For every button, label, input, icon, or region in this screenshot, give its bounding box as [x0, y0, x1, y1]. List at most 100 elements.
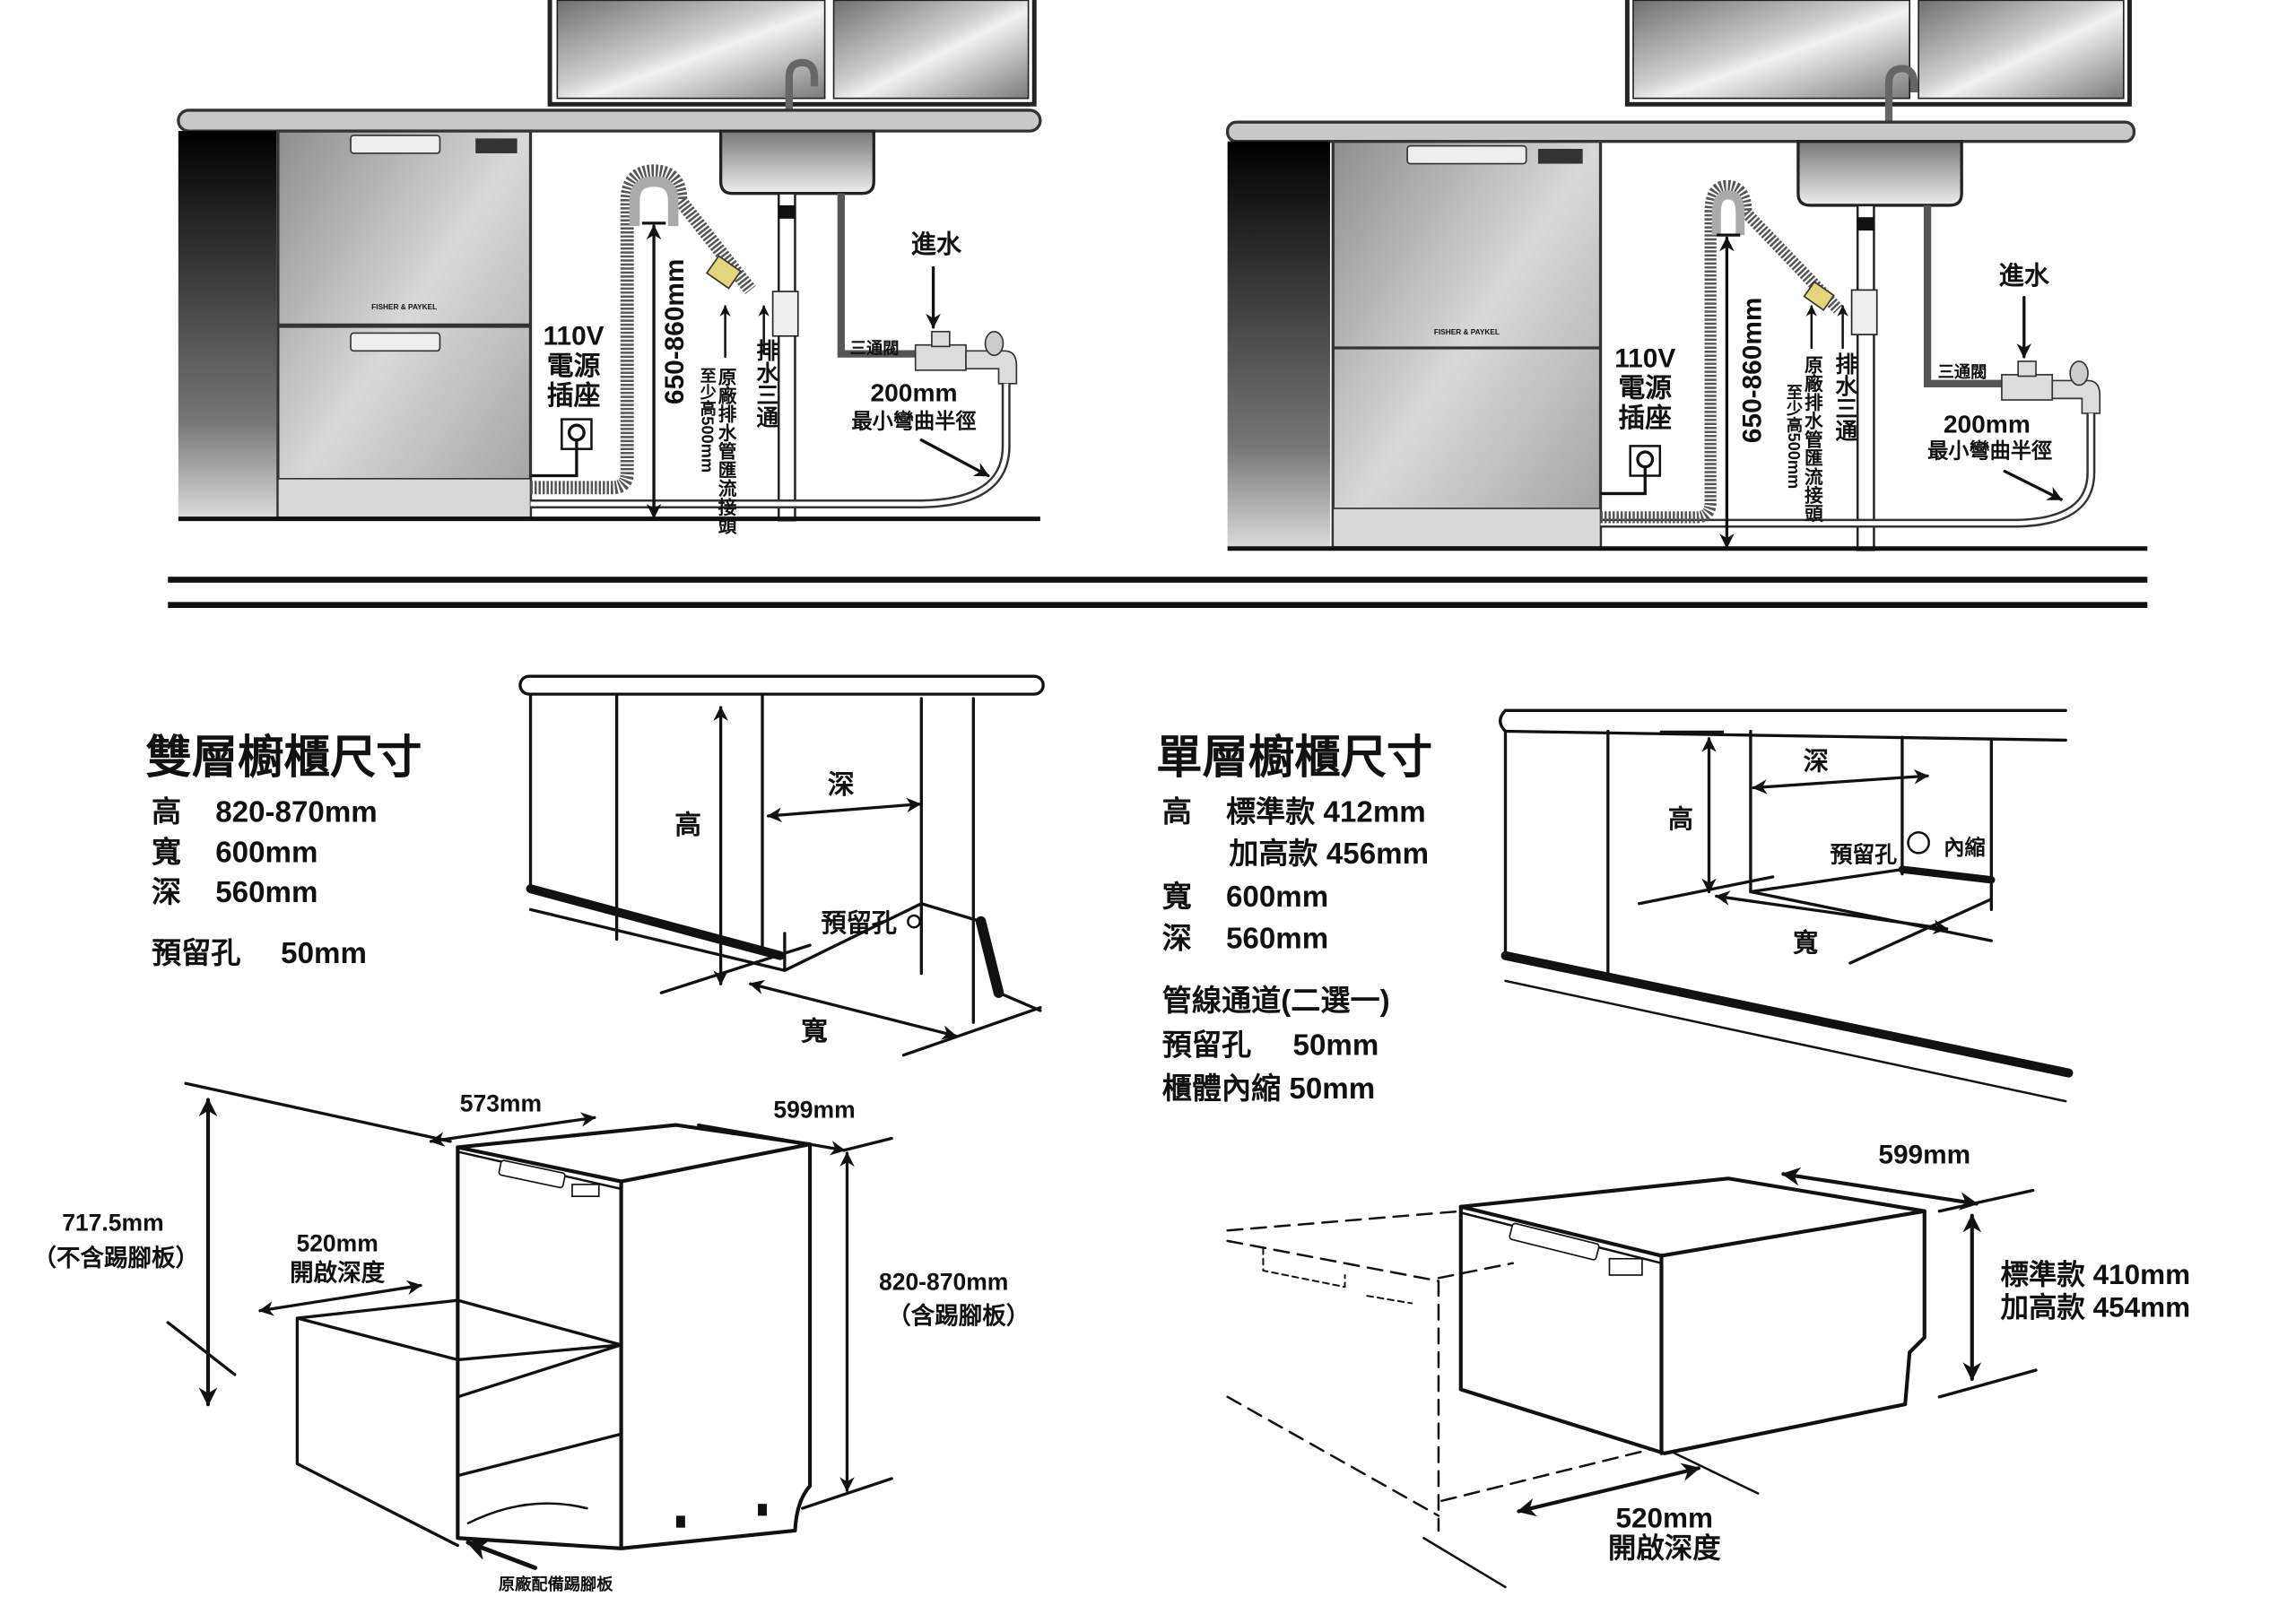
power-socket-icon [1600, 445, 1662, 496]
three-way-valve-icon [2001, 360, 2101, 414]
reserved-hole-icon [1907, 830, 1930, 855]
water-inlet-label: 進水 [1999, 262, 2050, 290]
double-cabinet-diagram: 高 深 預留孔 寬 [518, 674, 1045, 1057]
hole-label: 預留孔 [1162, 1029, 1251, 1063]
side-panel [1227, 141, 1330, 551]
water-supply-pipe [1923, 204, 2002, 387]
spec-value: 560mm [215, 876, 317, 909]
spec-value: 加高款 456mm [1229, 838, 1429, 871]
socket-label: 電源 [1618, 374, 1672, 404]
voltage-label: 110V [544, 322, 604, 352]
height-tall-label: 加高款 454mm [2000, 1291, 2190, 1323]
drain-tee-label: 排水三通 [753, 339, 778, 430]
open-depth-caption: 開啟深度 [1608, 1532, 1721, 1564]
height-range-label: 650-860mm [1737, 298, 1767, 443]
drawer-handle [350, 332, 441, 352]
control-display [475, 138, 517, 153]
width-dimension-label: 599mm [1878, 1141, 1970, 1170]
double-cabinet-title: 雙層櫥櫃尺寸 [145, 732, 422, 783]
cabinet-glass-door [1632, 0, 1911, 100]
width-dimension-label: 599mm [773, 1096, 855, 1123]
hose-connector [1803, 281, 1835, 311]
faucet-icon [1884, 65, 1918, 123]
diagram-recess-label: 內縮 [1944, 836, 1985, 859]
drain-hose-label: 原廠排水管匯流接頭 [1801, 355, 1822, 523]
diagram-hole-label: 預留孔 [1831, 842, 1898, 867]
spec-value: 560mm [1226, 922, 1328, 955]
bend-radius-value: 200mm [870, 379, 957, 407]
double-drawer-unit-diagram: 573mm 599mm 717.5mm （不含踢腳板） 520mm 開啟深度 8… [32, 1081, 1030, 1593]
drain-tee [1850, 289, 1878, 335]
hole-value: 50mm [281, 937, 367, 970]
drain-tee-label: 排水三通 [1832, 352, 1857, 443]
faucet-icon [785, 58, 819, 114]
dishwasher-single-drawer: FISHER & PAYKEL [1331, 140, 1603, 549]
hole-value: 50mm [1293, 1029, 1379, 1063]
hole-label: 預留孔 [152, 937, 240, 970]
hose-u-bend [629, 176, 679, 227]
sink [1796, 140, 1963, 207]
hose-connector [705, 255, 742, 290]
socket-label: 電源 [547, 352, 601, 381]
spec-label: 深 [1162, 922, 1192, 955]
height-with-kick-label: 820-870mm [879, 1269, 1008, 1296]
bend-radius-value: 200mm [1944, 410, 2031, 438]
cabinet-glass-door [832, 0, 1030, 100]
control-display [1537, 148, 1583, 164]
spec-label: 寬 [152, 836, 181, 869]
diagram-width-label: 寬 [1793, 928, 1818, 957]
water-supply-pipe [837, 193, 922, 358]
drain-tee [771, 291, 799, 337]
double-drawer-install-scene: FISHER & PAYKEL 110V 電源 插座 650-860mm [177, 0, 1042, 535]
drain-hose-label: 原廠排水管匯流接頭 [715, 368, 736, 535]
three-way-valve-label: 三通閥 [1938, 363, 1987, 381]
brand-logo: FISHER & PAYKEL [371, 303, 437, 311]
control-display [571, 1184, 600, 1197]
drain-pipe [778, 192, 796, 522]
single-drawer-install-scene: FISHER & PAYKEL 110V 電源 插座 650-860mm [1225, 0, 2148, 551]
double-cabinet-specs: 雙層櫥櫃尺寸 高 820-870mm 寬 600mm 深 560mm 預留孔 5… [145, 732, 422, 970]
kickplate-label: 原廠配備踢腳板 [499, 1575, 613, 1593]
countertop [1225, 120, 2136, 143]
single-drawer-unit-diagram: 599mm 標準款 410mm 加高款 454mm 520mm 開啟深度 [1226, 1141, 2190, 1589]
drain-hose [530, 164, 756, 495]
drain-hose [1600, 179, 1843, 524]
three-way-valve-label: 三通閥 [850, 340, 900, 358]
spec-value: 820-870mm [215, 796, 377, 829]
cabinet-glass-door [1918, 0, 2125, 100]
spec-value: 標準款 412mm [1226, 796, 1426, 829]
spec-value: 600mm [1226, 881, 1328, 914]
drawer-handle [350, 135, 441, 154]
countertop [177, 108, 1042, 133]
bend-radius-label: 最小彎曲半徑 [851, 410, 976, 433]
side-panel [178, 131, 277, 521]
spec-label: 寬 [1162, 881, 1192, 914]
single-cabinet-specs: 單層櫥櫃尺寸 高 標準款 412mm 加高款 456mm 寬 600mm 深 5… [1156, 732, 1432, 1106]
channel-title: 管線通道(二選一) [1162, 985, 1390, 1018]
depth-dimension-label: 573mm [460, 1090, 542, 1117]
height-no-kick-label: 717.5mm [62, 1209, 163, 1236]
drawer-handle [1406, 144, 1527, 165]
brand-logo: FISHER & PAYKEL [1434, 328, 1500, 336]
diagram-width-label: 寬 [801, 1016, 828, 1046]
height-standard-label: 標準款 410mm [2000, 1258, 2190, 1290]
open-depth-label: 520mm [1616, 1503, 1713, 1534]
power-socket-icon [530, 418, 593, 478]
diagram-depth-label: 深 [1804, 748, 1829, 776]
reserved-hole-icon [907, 914, 921, 929]
spec-label: 高 [152, 796, 181, 829]
spec-label: 高 [1162, 796, 1192, 829]
height-with-kick-note: （含踢腳板） [887, 1303, 1030, 1330]
section-divider [168, 577, 2148, 583]
cabinet-glass-door [556, 0, 826, 100]
single-cabinet-diagram: 高 深 預留孔 內縮 寬 [1499, 708, 2074, 1103]
height-range-label: 650-860mm [660, 259, 690, 404]
drain-pipe [1856, 204, 1875, 551]
open-depth-label: 520mm [296, 1229, 378, 1256]
diagram-depth-label: 深 [828, 770, 855, 800]
spec-value: 600mm [215, 836, 317, 869]
three-way-valve-icon [914, 330, 1018, 385]
voltage-label: 110V [1614, 344, 1675, 374]
control-display [1608, 1257, 1643, 1276]
